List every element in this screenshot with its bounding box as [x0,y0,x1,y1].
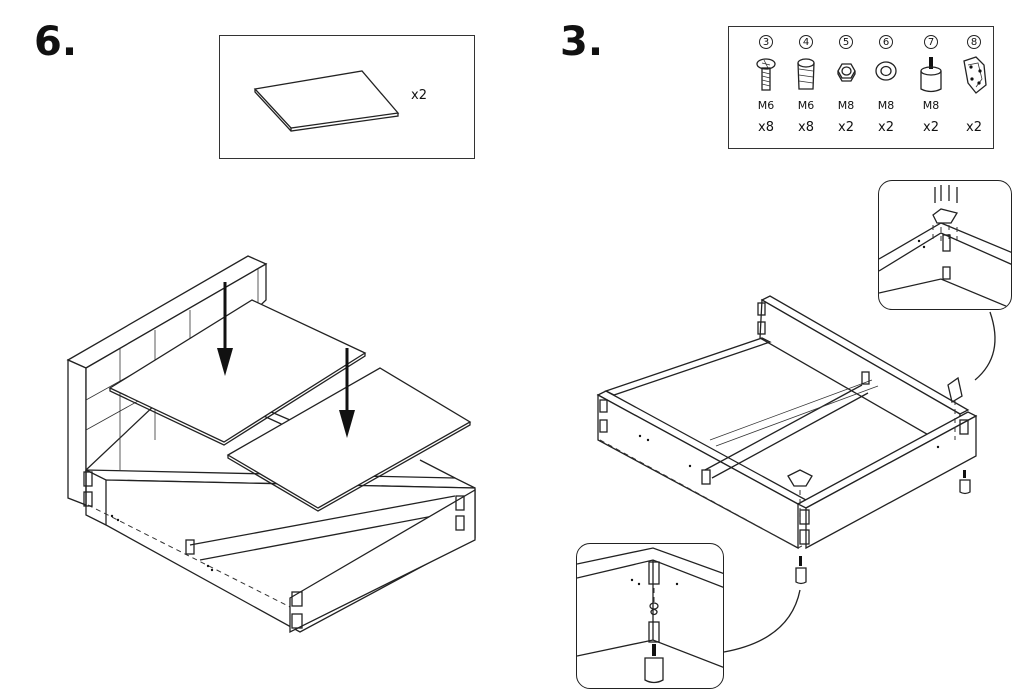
hardware-qty: x2 [838,120,854,135]
hardware-item-3: 3 M6 x8 [746,27,786,149]
hardware-size: M6 [797,99,815,112]
insert-nut-icon [797,58,815,90]
detail-inset-back-corner [878,180,1012,310]
hardware-qty: x2 [966,120,982,135]
hardware-id: 8 [967,35,981,49]
hardware-id: 7 [924,35,938,49]
hardware-id: 5 [839,35,853,49]
bracket-icon [963,56,987,94]
hardware-qty: x2 [878,120,894,135]
hardware-item-6: 6 M8 x2 [866,27,906,149]
hardware-qty: x8 [758,120,774,135]
hardware-size: M6 [757,99,775,112]
washer-icon [875,61,897,81]
hardware-item-8: 8 x2 [954,27,994,149]
hardware-id: 3 [759,35,773,49]
hex-nut-icon [837,63,856,82]
hardware-size: M8 [837,99,855,112]
hardware-qty: x8 [798,120,814,135]
foot-icon [644,644,664,684]
frame-assembly-drawing [596,295,996,653]
arrow-down-icon [217,282,233,376]
corner-detail-drawing [879,185,1011,309]
parts-box-step-6: x2 [219,35,475,159]
hardware-item-7: 7 M8 x2 [911,27,951,149]
step-number-3: 3. [560,19,604,65]
hardware-id: 4 [799,35,813,49]
foot-icon [920,57,942,93]
hardware-qty: x2 [923,120,939,135]
board-quantity: x2 [411,88,427,103]
step-number-6: 6. [34,19,78,65]
arrow-down-icon [339,348,355,438]
foot-icon [795,556,807,585]
bed-frame-drawing [66,255,476,634]
foot-icon [959,470,971,495]
corner-detail-drawing [577,547,723,684]
screw-icon [756,58,776,91]
hardware-size: M8 [877,99,895,112]
hardware-size: M8 [922,99,940,112]
hardware-item-4: 4 M6 x8 [786,27,826,149]
board-panel-icon [253,70,400,132]
hardware-box-step-3: 3 M6 x8 4 M6 x8 5 M8 x2 6 [728,26,994,149]
detail-inset-front-corner [576,543,724,689]
hardware-item-5: 5 M8 x2 [826,27,866,149]
hardware-id: 6 [879,35,893,49]
